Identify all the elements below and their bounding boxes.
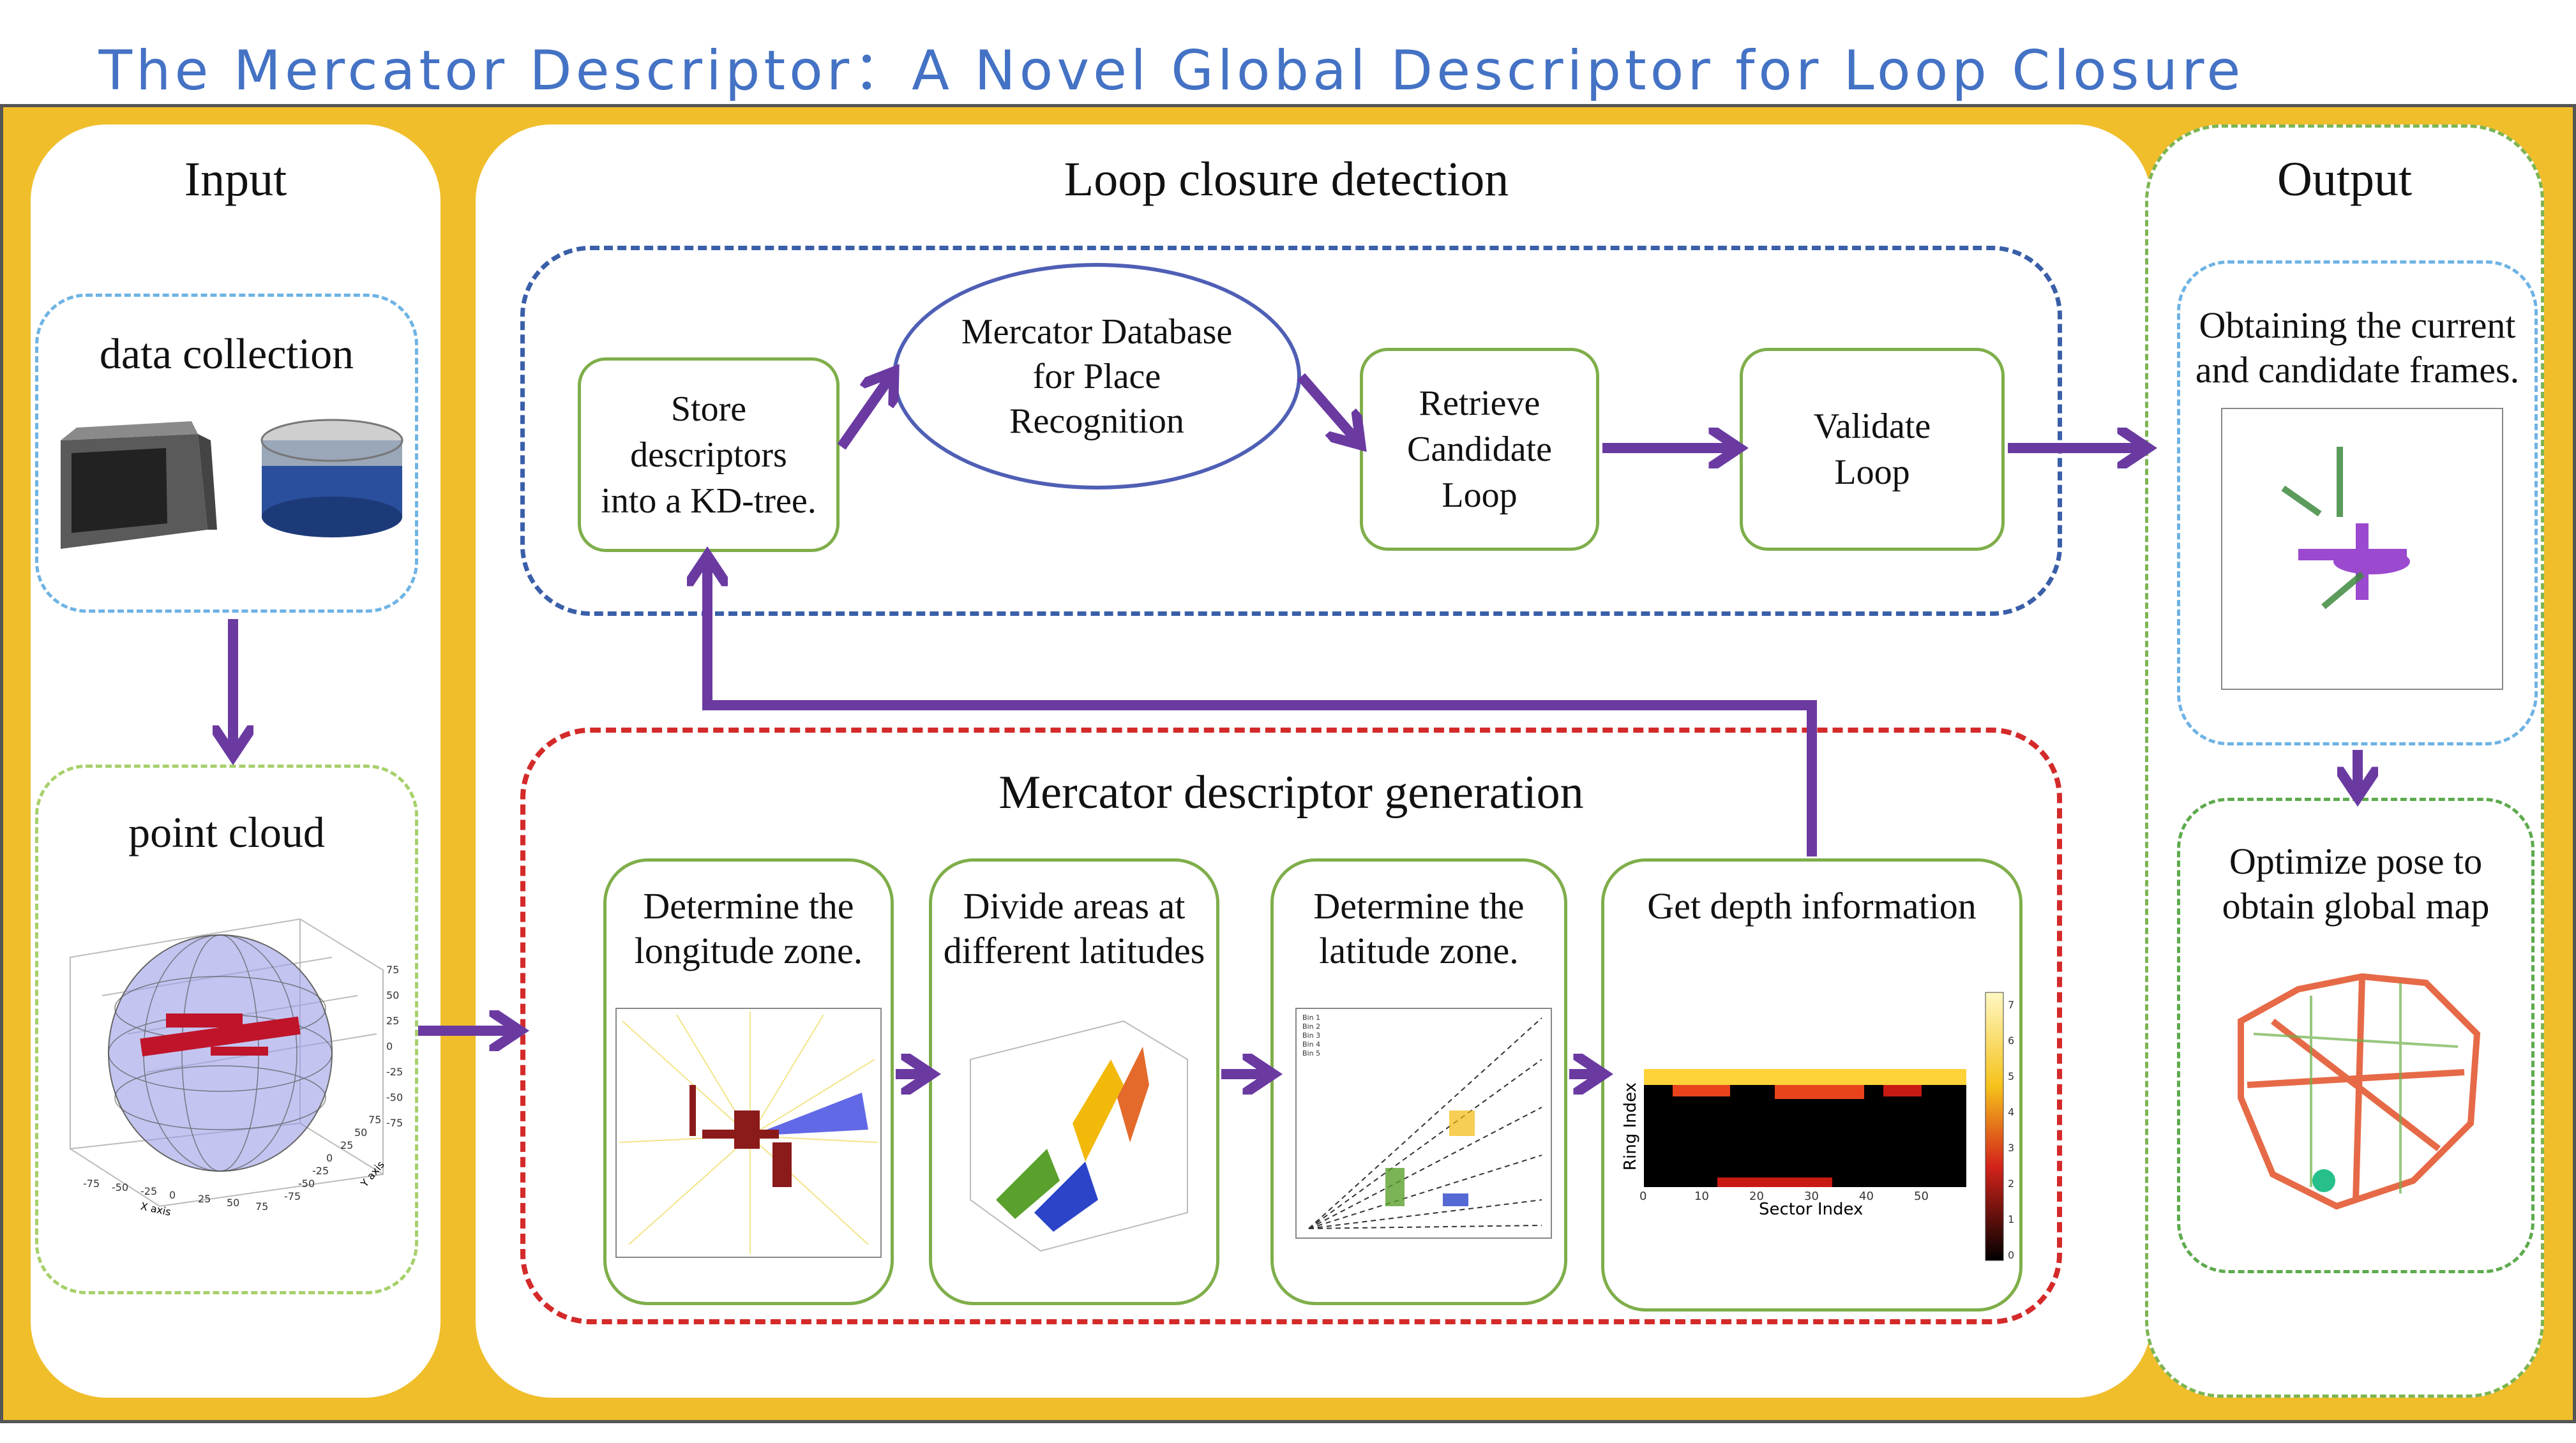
point-cloud-box bbox=[35, 765, 418, 1294]
current-frames-label: Obtaining the current and candidate fram… bbox=[2195, 304, 2520, 391]
longitude-zone-label: Determine the longitude zone. bbox=[634, 885, 863, 971]
mercator-database-ellipse: Mercator Database for Place Recognition bbox=[893, 263, 1301, 490]
loop-heading: Loop closure detection bbox=[1064, 153, 1509, 206]
generation-heading: Mercator descriptor generation bbox=[998, 766, 1584, 819]
current-frames-box bbox=[2177, 260, 2538, 745]
point-cloud-label: point cloud bbox=[128, 808, 325, 856]
data-collection-label: data collection bbox=[99, 329, 354, 378]
validate-loop-box: Validate Loop bbox=[1740, 348, 2005, 551]
heatmap-xlabel: Sector Index bbox=[1759, 1200, 1864, 1219]
store-descriptors-box: Store descriptors into a KD-tree. bbox=[578, 357, 840, 552]
depth-information-label: Get depth information bbox=[1647, 885, 1977, 927]
heatmap-ylabel: Ring Index bbox=[1621, 1082, 1641, 1171]
input-heading: Input bbox=[184, 153, 287, 206]
retrieve-candidate-box: Retrieve Candidate Loop bbox=[1360, 348, 1599, 551]
latitude-areas-label: Divide areas at different latitudes bbox=[943, 885, 1205, 971]
output-heading: Output bbox=[2277, 153, 2413, 206]
latitude-zone-label: Determine the latitude zone. bbox=[1313, 885, 1525, 971]
global-map-label: Optimize pose to obtain global map bbox=[2222, 841, 2490, 927]
data-collection-box bbox=[35, 294, 418, 613]
